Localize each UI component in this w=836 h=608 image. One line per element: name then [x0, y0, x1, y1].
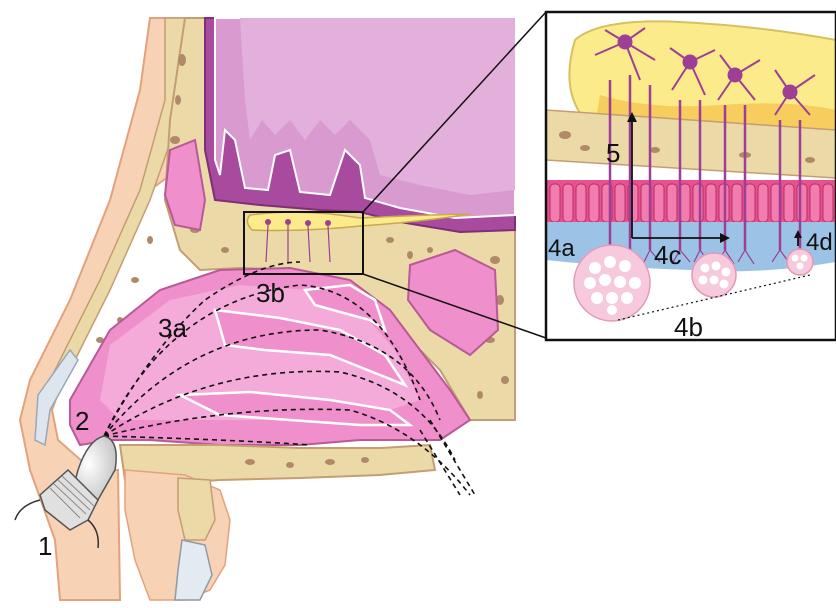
label-4b: 4b — [674, 312, 703, 342]
incisor-root — [178, 478, 215, 540]
olfactory-epithelium — [546, 180, 836, 226]
label-2: 2 — [75, 406, 89, 436]
label-3b: 3b — [256, 278, 285, 308]
label-5: 5 — [606, 138, 620, 168]
label-4c: 4c — [654, 240, 681, 270]
label-4d: 4d — [806, 229, 833, 256]
particle-medium — [692, 253, 736, 297]
label-1: 1 — [38, 531, 52, 561]
particle-large — [574, 245, 650, 321]
label-3a: 3a — [158, 313, 187, 343]
label-4a: 4a — [548, 235, 575, 262]
inset-magnification — [546, 12, 836, 340]
